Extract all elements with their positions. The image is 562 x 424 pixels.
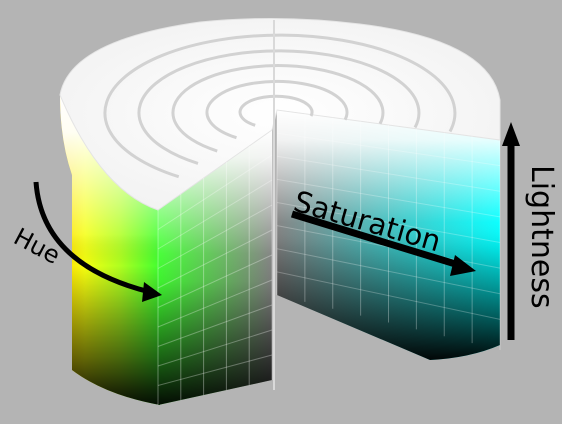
grid-line (157, 154, 273, 230)
grid-line (157, 279, 273, 328)
grid-line (276, 132, 501, 167)
grid-line (276, 155, 501, 192)
top-ring (238, 94, 314, 127)
lightness-arrow (502, 122, 520, 340)
cylinder-top (59, 17, 501, 211)
grid-line (157, 179, 273, 250)
top-ring (171, 64, 385, 153)
grid-line (157, 354, 273, 386)
grid-line (157, 229, 273, 289)
cut-face-left (158, 130, 272, 405)
grid-line (276, 248, 501, 295)
saturation-arrow (290, 210, 476, 276)
hue-label: Hue (9, 223, 65, 270)
grid-line (276, 202, 501, 243)
top-ring (137, 49, 421, 165)
hue-arrow (33, 181, 162, 302)
grid-line (157, 254, 273, 308)
grid-line (276, 271, 501, 320)
top-ring (205, 79, 349, 140)
grid-line (157, 204, 273, 269)
grid-line (276, 178, 501, 218)
cylinder-outer-side (60, 95, 160, 405)
top-ring (103, 33, 457, 179)
top-rings (103, 33, 457, 179)
grid-line (157, 304, 273, 347)
cut-face-right (277, 110, 500, 360)
lightness-label: Lightness (524, 165, 559, 309)
grid-line (157, 329, 273, 367)
